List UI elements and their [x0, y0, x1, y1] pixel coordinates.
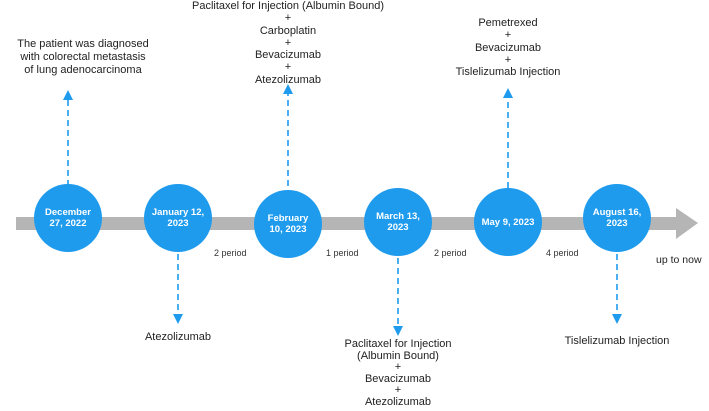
node-mar-2023: March 13, 2023: [364, 188, 432, 256]
node-dec-2022: December 27, 2022: [34, 184, 102, 252]
period-label-3: 2 period: [434, 248, 467, 258]
annotation-mar: Paclitaxel for Injection (Albumin Bound)…: [344, 338, 452, 408]
period-label-4: 4 period: [546, 248, 579, 258]
arrowhead-feb: [283, 84, 293, 94]
period-label-1: 2 period: [214, 248, 247, 258]
node-may-2023: May 9, 2023: [474, 188, 542, 256]
node-jan-2023: January 12, 2023: [144, 184, 212, 252]
annotation-diagnosis: The patient was diagnosed with colorecta…: [17, 38, 149, 76]
annotation-may: Pemetrexed + Bevacizumab + Tislelizumab …: [455, 17, 561, 79]
arrowhead-aug: [612, 314, 622, 324]
arrowhead-mar: [393, 326, 403, 336]
end-label: up to now: [656, 254, 702, 266]
annotation-feb: Paclitaxel for Injection (Albumin Bound)…: [192, 0, 384, 86]
arrowhead-jan: [173, 314, 183, 324]
arrowhead-diagnosis: [63, 90, 73, 100]
arrowhead-may: [503, 88, 513, 98]
node-aug-2023: August 16, 2023: [583, 184, 651, 252]
annotation-aug: Tislelizumab Injection: [564, 335, 670, 347]
period-label-2: 1 period: [326, 248, 359, 258]
annotation-jan: Atezolizumab: [144, 331, 212, 343]
node-feb-2023: February 10, 2023: [254, 190, 322, 258]
